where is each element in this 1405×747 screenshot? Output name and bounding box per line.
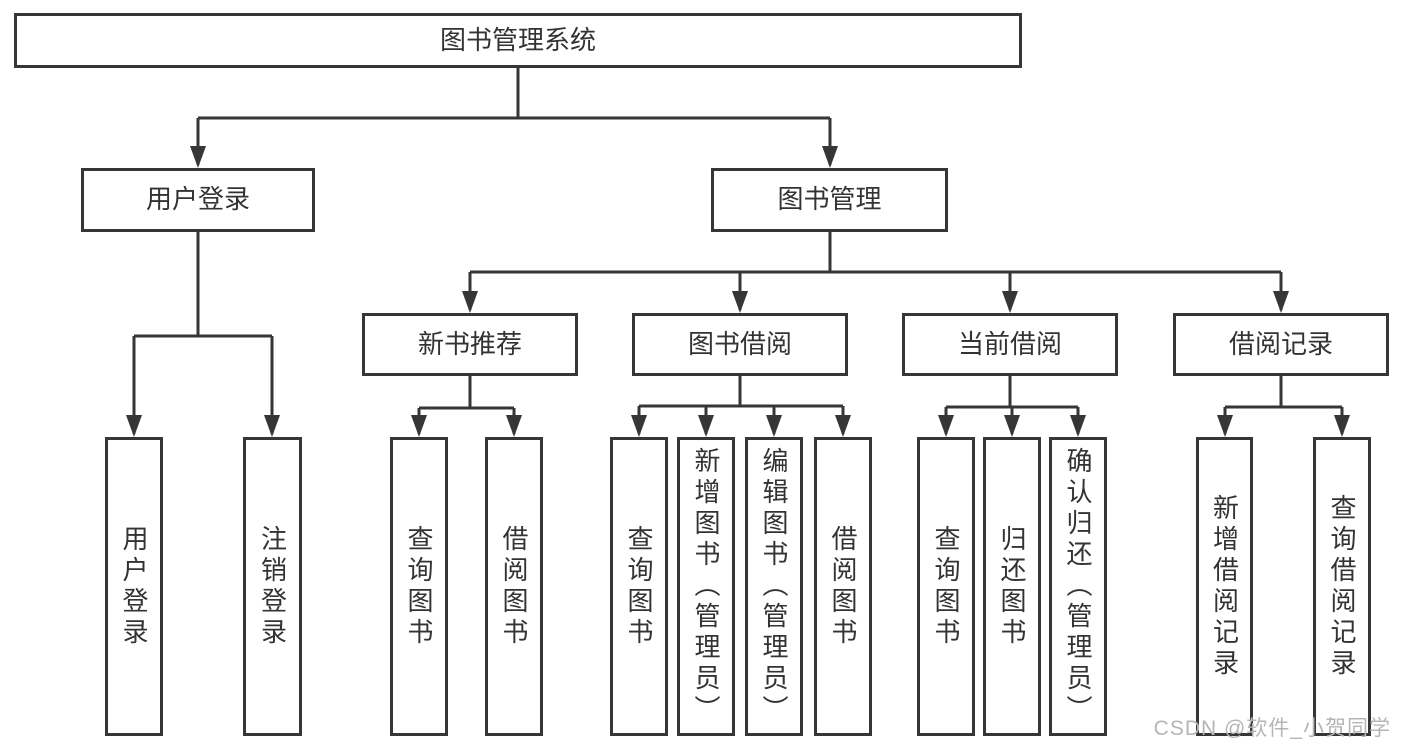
- node-label: 归还图书: [997, 524, 1027, 649]
- node-label: 图书借阅: [687, 328, 792, 359]
- node-root: 图书管理系统: [14, 13, 1022, 68]
- node-leaf-user-login: 用户登录: [105, 437, 163, 736]
- node-label: 新增图书（管理员）: [691, 447, 721, 726]
- node-add-borrow-record: 新增借阅记录: [1196, 437, 1253, 736]
- node-book-management: 图书管理: [711, 168, 948, 232]
- node-borrow-books-recommend: 借阅图书: [485, 437, 543, 736]
- node-label: 图书管理系统: [439, 24, 596, 55]
- node-return-books: 归还图书: [983, 437, 1041, 736]
- node-user-login: 用户登录: [81, 168, 315, 232]
- node-query-books-current: 查询图书: [917, 437, 975, 736]
- node-label: 确认归还（管理员）: [1063, 447, 1093, 726]
- node-label: 借阅图书: [828, 524, 858, 649]
- node-label: 查询借阅记录: [1327, 493, 1357, 680]
- node-label: 新书推荐: [417, 328, 522, 359]
- node-borrow-records: 借阅记录: [1173, 313, 1389, 376]
- node-confirm-return-admin: 确认归还（管理员）: [1049, 437, 1107, 736]
- node-label: 用户登录: [119, 524, 149, 649]
- node-label: 查询图书: [624, 524, 654, 649]
- node-new-book-recommend: 新书推荐: [362, 313, 578, 376]
- node-label: 图书管理: [777, 184, 882, 215]
- node-add-books-admin: 新增图书（管理员）: [677, 437, 735, 736]
- watermark: CSDN @软件_小贺同学: [1153, 717, 1391, 740]
- node-label: 借阅图书: [499, 524, 529, 649]
- node-label: 注销登录: [257, 524, 288, 649]
- node-borrow-books-borrow: 借阅图书: [814, 437, 872, 736]
- node-label: 新增借阅记录: [1209, 493, 1240, 680]
- node-edit-books-admin: 编辑图书（管理员）: [745, 437, 803, 736]
- node-query-borrow-record: 查询借阅记录: [1313, 437, 1371, 736]
- node-label: 编辑图书（管理员）: [759, 447, 789, 726]
- node-label: 查询图书: [404, 524, 434, 649]
- node-label: 借阅记录: [1228, 328, 1333, 359]
- node-label: 查询图书: [931, 524, 961, 649]
- node-query-books-borrow: 查询图书: [610, 437, 668, 736]
- node-query-books-recommend: 查询图书: [390, 437, 448, 736]
- node-book-borrow: 图书借阅: [632, 313, 848, 376]
- node-current-borrow: 当前借阅: [902, 313, 1118, 376]
- node-leaf-logout: 注销登录: [243, 437, 302, 736]
- node-label: 用户登录: [145, 184, 250, 215]
- node-label: 当前借阅: [957, 328, 1062, 359]
